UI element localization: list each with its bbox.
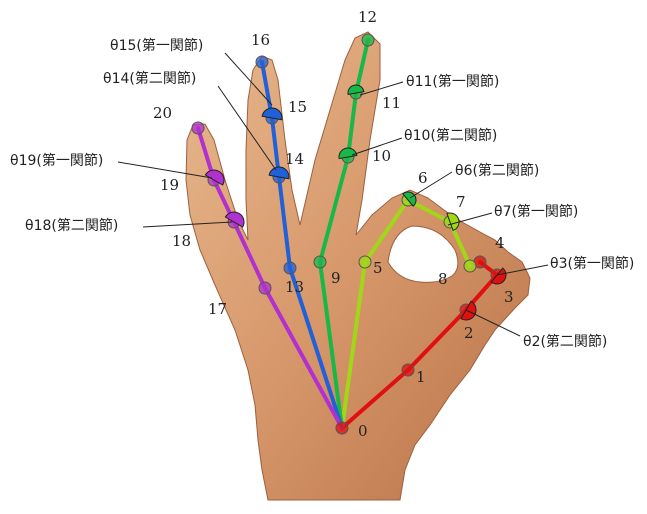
joint-label-3: 3 xyxy=(504,288,514,306)
angle-label-t18: θ18(第二関節) xyxy=(25,217,118,234)
angle-label-t11: θ11(第一関節) xyxy=(406,73,499,90)
joint-label-12: 12 xyxy=(358,8,377,26)
joint-label-9: 9 xyxy=(331,269,341,287)
angle-label-t7: θ7(第一関節) xyxy=(494,203,578,220)
joint-label-10: 10 xyxy=(372,147,391,165)
joint-label-7: 7 xyxy=(456,193,466,211)
joint-label-15: 15 xyxy=(288,98,307,116)
joint-9 xyxy=(314,256,326,268)
joint-1 xyxy=(402,364,414,376)
joint-label-11: 11 xyxy=(382,94,401,112)
leader-t6 xyxy=(410,172,452,198)
angle-label-t15: θ15(第一関節) xyxy=(110,37,203,54)
joint-label-0: 0 xyxy=(358,422,368,440)
joint-17 xyxy=(259,282,271,294)
joint-label-18: 18 xyxy=(172,232,191,250)
joint-8 xyxy=(464,260,476,272)
joint-label-13: 13 xyxy=(285,278,304,296)
joint-label-1: 1 xyxy=(416,368,426,386)
angle-label-t19: θ19(第一関節) xyxy=(10,152,103,169)
joint-label-20: 20 xyxy=(153,104,172,122)
joint-label-14: 14 xyxy=(285,150,304,168)
angle-label-t14: θ14(第二関節) xyxy=(103,70,196,87)
joint-5 xyxy=(359,256,371,268)
joint-label-8: 8 xyxy=(438,270,448,288)
angle-label-t10: θ10(第二関節) xyxy=(404,127,497,144)
joint-12 xyxy=(362,34,374,46)
joint-20 xyxy=(192,122,204,134)
joint-label-2: 2 xyxy=(464,324,474,342)
joint-label-16: 16 xyxy=(251,31,270,49)
joint-label-6: 6 xyxy=(418,169,428,187)
joint-13 xyxy=(284,262,296,274)
joint-16 xyxy=(256,56,268,68)
joint-0 xyxy=(336,422,348,434)
joint-label-5: 5 xyxy=(373,259,383,277)
joint-label-19: 19 xyxy=(160,176,179,194)
angle-label-t6: θ6(第二関節) xyxy=(455,162,539,179)
joint-label-4: 4 xyxy=(495,234,505,252)
angle-label-t3: θ3(第一関節) xyxy=(550,255,634,272)
angle-label-t2: θ2(第二関節) xyxy=(523,333,607,350)
joint-label-17: 17 xyxy=(208,300,227,318)
